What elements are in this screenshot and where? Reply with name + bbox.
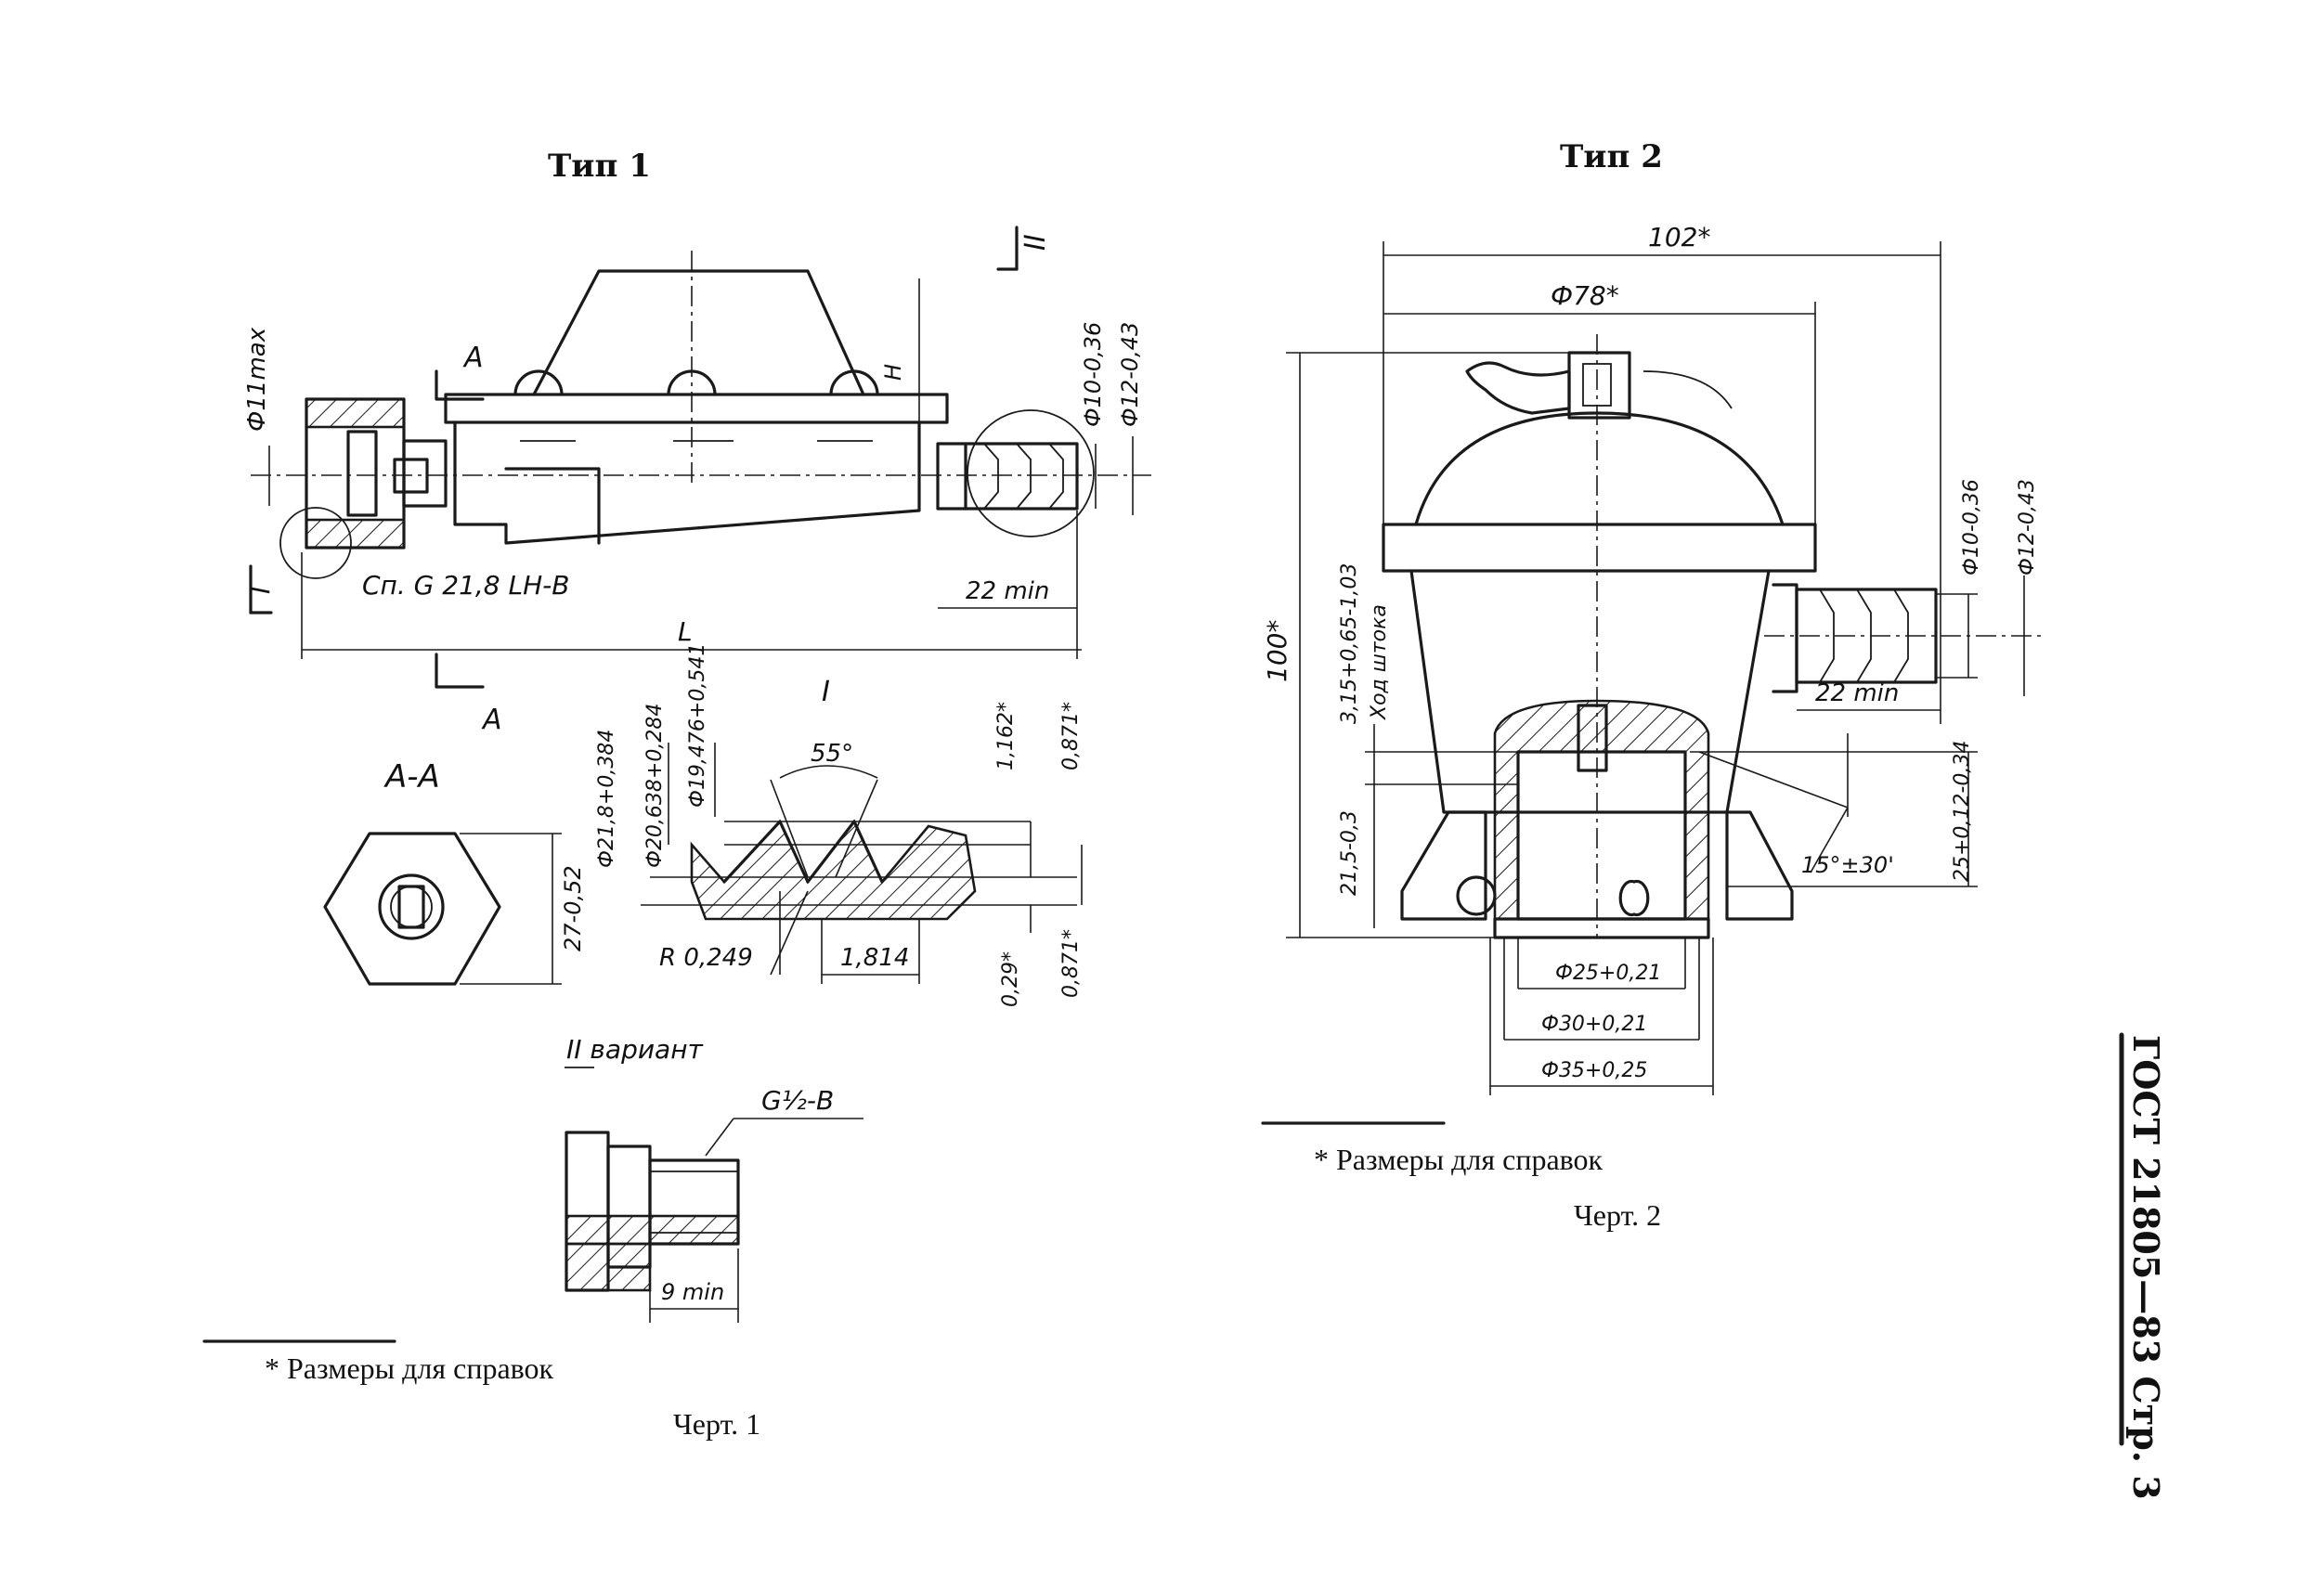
caption-2: Черт. 2 (1574, 1198, 1661, 1232)
dim-27: 27-0,52 (560, 865, 586, 951)
dim-22min: 22 min (966, 577, 1049, 605)
detail-mark-i: I (245, 587, 276, 594)
type1-regulator-view: А А II I L 22 min Ф10-0,36 Ф12-0,43 Ф11m… (243, 226, 1151, 736)
dim-0871-top: 0,871* (1059, 702, 1083, 770)
dim-0871-bottom: 0,871* (1059, 929, 1083, 998)
dim-d1: Ф21,8+0,384 (595, 730, 618, 868)
angle-15: 15°±30' (1801, 852, 1894, 878)
variant-ii: II вариант G½-B 9 min (565, 1034, 863, 1323)
thread-label: Сп. G 21,8 LH-B (362, 570, 569, 601)
dim-100: 100* (1262, 620, 1292, 682)
section-a-a: А-А 27-0,52 (323, 758, 586, 986)
caption-1: Черт. 1 (673, 1407, 760, 1441)
angle-55: 55° (811, 740, 853, 768)
footnote-1: * Размеры для справок (265, 1352, 554, 1385)
type2-title: Тип 2 (1560, 138, 1663, 175)
dim-215: 21,5-0,3 (1338, 810, 1361, 896)
dim-25-height: 25+0,12-0,34 (1951, 741, 1974, 882)
section-mark-top: А (462, 342, 484, 374)
view-mark-ii: II (1019, 234, 1052, 251)
stroke-label: Ход штока (1368, 604, 1391, 720)
dim-phi12: Ф12-0,43 (1117, 322, 1143, 427)
dim-1814: 1,814 (840, 944, 909, 972)
dim-d2: Ф20,638+0,284 (643, 704, 667, 868)
dim-phi10: Ф10-0,36 (1080, 322, 1106, 427)
dim-phi11: Ф11max (243, 327, 271, 432)
detail-title-i: I (822, 676, 830, 708)
dim-length-l: L (678, 616, 693, 647)
margin-header: ГОСТ 21805—83 Стр. 3 (2125, 1035, 2167, 1500)
dim-phi30: Ф30+0,21 (1541, 1013, 1647, 1036)
variant-label: II вариант (566, 1034, 704, 1065)
footnote-2: * Размеры для справок (1314, 1143, 1603, 1176)
type2-regulator-view: 102* Ф78* 100* (1262, 222, 2043, 1095)
dim-d3: Ф19,476+0,541 (686, 643, 709, 808)
dim-78: Ф78* (1551, 280, 1619, 311)
dim-1162: 1,162* (994, 702, 1018, 770)
g-thread-label: G½-B (761, 1085, 834, 1116)
dim-102: 102* (1648, 222, 1710, 252)
dim-22min-type2: 22 min (1815, 679, 1899, 707)
dim-9min: 9 min (661, 1279, 724, 1305)
dim-phi25: Ф25+0,21 (1555, 962, 1661, 985)
dim-315: 3,15+0,65-1,03 (1338, 563, 1361, 724)
dim-phi12-type2: Ф12-0,43 (2016, 479, 2039, 576)
section-mark-bottom: А (481, 704, 502, 736)
dim-h: H (880, 364, 906, 381)
dim-phi10-type2: Ф10-0,36 (1960, 479, 1983, 576)
type1-title: Тип 1 (548, 148, 651, 185)
detail-i-thread: I 55° Ф21,8+0,384 Ф20,638+0,284 Ф19,476+… (595, 643, 1083, 1007)
dim-r0249: R 0,249 (659, 944, 753, 972)
dim-029: 0,29* (999, 951, 1022, 1007)
section-title: А-А (383, 758, 440, 795)
dim-phi35: Ф35+0,25 (1541, 1059, 1647, 1082)
